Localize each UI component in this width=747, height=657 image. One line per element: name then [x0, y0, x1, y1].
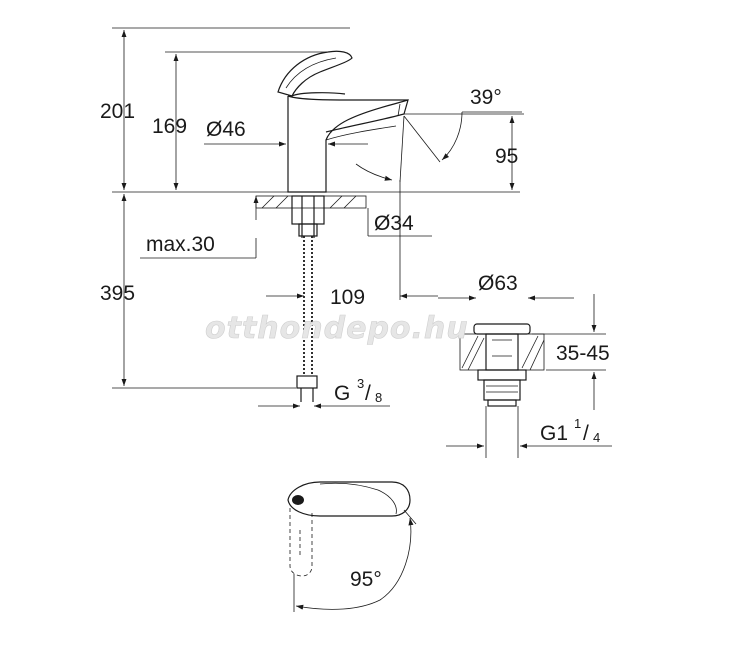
dim-total-height: 201 [100, 100, 135, 123]
faucet-side-view [277, 50, 409, 193]
dim-spout-diameter: Ø46 [206, 118, 246, 141]
mounting-assembly [255, 195, 367, 402]
dim-hose-thread-den: 8 [375, 390, 382, 405]
dim-rotation-angle: 95° [350, 568, 382, 591]
dim-hose-thread-num: 3 [357, 376, 364, 391]
dim-waste-thread-prefix: G1 [540, 422, 568, 445]
dim-thread-diameter: Ø34 [374, 212, 414, 235]
dim-waste-diameter: Ø63 [478, 272, 518, 295]
watermark: otthondepo.hu [205, 311, 469, 346]
dim-basin-thickness: 35-45 [556, 342, 610, 365]
dim-spout-height: 169 [152, 115, 187, 138]
svg-text:/: / [583, 422, 589, 445]
dim-below-height: 395 [100, 282, 135, 305]
dim-waste-thread-num: 1 [574, 416, 581, 431]
dim-reach: 109 [330, 286, 365, 309]
dim-hose-thread-prefix: G [334, 382, 350, 405]
faucet-top-view [287, 481, 417, 612]
dim-outlet-height: 95 [495, 145, 518, 168]
dim-max-thickness: max.30 [146, 233, 215, 256]
dim-waste-thread-den: 4 [593, 430, 600, 445]
dim-spout-angle: 39° [470, 86, 502, 109]
svg-text:/: / [365, 382, 371, 405]
waste-valve [459, 323, 545, 407]
